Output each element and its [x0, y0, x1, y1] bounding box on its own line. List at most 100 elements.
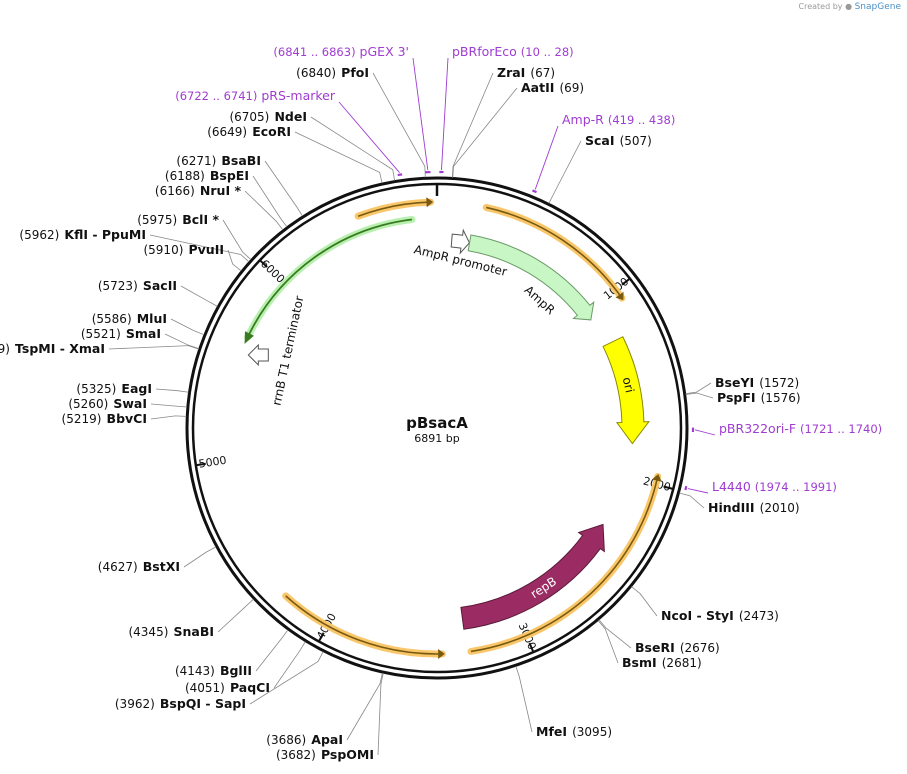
site-enzyme: PspOMI: [321, 747, 374, 762]
site-pvuii[interactable]: (5910) PvuII: [143, 239, 242, 272]
site-pspfi[interactable]: PspFI (1576): [685, 387, 801, 406]
site-enzyme: BspEI: [210, 168, 249, 183]
site-leader-line: [377, 673, 384, 756]
site-leader-line: [108, 345, 199, 350]
snapgene-logo-icon: ●: [845, 2, 853, 11]
primer-prs-marker[interactable]: (6722 .. 6741) pRS-marker: [175, 88, 403, 177]
snapgene-credit: Created by ● SnapGene: [799, 2, 902, 12]
site-scai[interactable]: ScaI (507): [548, 130, 652, 204]
site-position: (4143): [175, 664, 215, 678]
site-position: (3686): [266, 733, 306, 747]
primer-bar: [532, 189, 537, 194]
primer-leader-line: [441, 57, 449, 171]
site-mfei[interactable]: MfeI (3095): [515, 666, 612, 740]
orf-green-arrowhead: [244, 331, 254, 344]
site-smai[interactable]: (5521) SmaI: [81, 323, 199, 350]
site-zrai[interactable]: ZraI (67): [451, 62, 555, 178]
primer-range: (6722 .. 6741): [175, 89, 257, 103]
site-label: ScaI (507): [585, 130, 652, 149]
tick-3000: [528, 642, 535, 653]
site-tspmi[interactable]: (5519) TspMI - XmaI: [0, 338, 199, 357]
site-label: (4051) PaqCI: [185, 677, 270, 696]
tick-4000: [317, 632, 325, 642]
site-position: (3682): [276, 748, 316, 762]
site-leader-line: [310, 116, 396, 181]
primer-pbr322ori-f[interactable]: pBR322ori-F (1721 .. 1740): [691, 421, 882, 436]
site-label: ZraI (67): [497, 62, 555, 81]
site-pfoi[interactable]: (6840) PfoI: [296, 62, 426, 178]
site-ncoi[interactable]: NcoI - StyI (2473): [631, 586, 779, 624]
primer-amp-r[interactable]: Amp-R (419 .. 438): [532, 112, 676, 194]
site-nrui[interactable]: (6166) NruI *: [155, 180, 284, 231]
site-eagi[interactable]: (5325) EagI: [76, 378, 189, 397]
site-ndei[interactable]: (6705) NdeI: [229, 106, 396, 181]
site-bseyi[interactable]: BseYI (1572): [685, 372, 800, 395]
site-position: (5325): [76, 382, 116, 396]
primer-l4440[interactable]: L4440 (1974 .. 1991): [684, 479, 837, 494]
site-label: (5521) SmaI: [81, 323, 161, 342]
site-kfli[interactable]: (5962) KflI - PpuMI: [19, 224, 250, 263]
site-position: (2681): [662, 656, 702, 670]
primer-pbrforeco[interactable]: pBRforEco (10 .. 28): [439, 44, 574, 174]
site-enzyme: BstXI: [143, 559, 180, 574]
site-position: (2010): [760, 501, 800, 515]
site-hindiii[interactable]: HindIII (2010): [679, 492, 800, 516]
site-position: (5723): [98, 279, 138, 293]
site-bsabi[interactable]: (6271) BsaBI: [176, 150, 303, 217]
site-apai[interactable]: (3686) ApaI: [266, 672, 383, 748]
site-enzyme: MfeI: [536, 724, 567, 739]
site-bspqi[interactable]: (3962) BspQI - SapI: [115, 651, 324, 712]
site-leader-line: [515, 666, 533, 733]
site-sacii[interactable]: (5723) SacII: [98, 275, 218, 307]
site-position: (69): [559, 81, 584, 95]
site-leader-line: [294, 131, 383, 184]
site-bstxi[interactable]: (4627) BstXI: [98, 546, 217, 575]
site-leader-line: [679, 492, 705, 509]
site-snabi[interactable]: (4345) SnaBI: [128, 598, 254, 640]
site-ecori[interactable]: (6649) EcoRI: [207, 121, 383, 184]
site-position: (6649): [207, 125, 247, 139]
site-enzyme: BclI *: [182, 212, 219, 227]
site-leader-line: [244, 190, 284, 231]
site-position: (5586): [92, 312, 132, 326]
site-position: (6271): [176, 154, 216, 168]
site-position: (1572): [759, 376, 799, 390]
site-label: BseRI (2676): [635, 637, 720, 656]
site-position: (5962): [19, 228, 59, 242]
primer-range: (10 .. 28): [521, 45, 574, 59]
site-bglii[interactable]: (4143) BglII: [175, 629, 289, 679]
site-position: (67): [530, 66, 555, 80]
site-position: (5260): [68, 397, 108, 411]
site-label: AatII (69): [521, 77, 584, 96]
site-enzyme: TspMI - XmaI: [15, 341, 105, 356]
site-label: (6166) NruI *: [155, 180, 242, 199]
primer-range: (419 .. 438): [608, 113, 676, 127]
orf-ampr-arrowhead: [615, 291, 624, 301]
site-bspei[interactable]: (6188) BspEI: [165, 165, 288, 228]
orf-arcs: [244, 197, 662, 659]
site-leader-line: [548, 140, 582, 204]
site-enzyme: BspQI - SapI: [160, 696, 246, 711]
site-leader-line: [452, 87, 518, 178]
primer-pgex-3[interactable]: (6841 .. 6863) pGEX 3': [273, 44, 431, 174]
site-pspomi[interactable]: (3682) PspOMI: [276, 673, 384, 763]
site-enzyme: NdeI: [274, 109, 307, 124]
site-label: PspFI (1576): [717, 387, 801, 406]
site-paqci[interactable]: (4051) PaqCI: [185, 641, 306, 696]
site-bseri[interactable]: BseRI (2676): [598, 619, 720, 656]
site-bbvci[interactable]: (5219) BbvCI: [62, 408, 187, 427]
site-mlui[interactable]: (5586) MluI: [92, 308, 205, 336]
site-position: (4345): [128, 625, 168, 639]
site-leader-line: [451, 72, 494, 178]
site-aatii[interactable]: AatII (69): [452, 77, 584, 178]
primer-name: L4440: [712, 479, 751, 494]
site-bcli[interactable]: (5975) BclI *: [137, 209, 252, 260]
site-swai[interactable]: (5260) SwaI: [68, 393, 187, 412]
orf-repb-side-glow: [282, 592, 446, 658]
site-label: HindIII (2010): [708, 497, 800, 516]
site-position: (5219): [62, 412, 102, 426]
primer-label: (6841 .. 6863) pGEX 3': [273, 44, 409, 59]
orf-ampr-line: [486, 206, 623, 299]
tick-5000: [195, 462, 206, 467]
site-bsmi[interactable]: BsmI (2681): [597, 620, 702, 671]
